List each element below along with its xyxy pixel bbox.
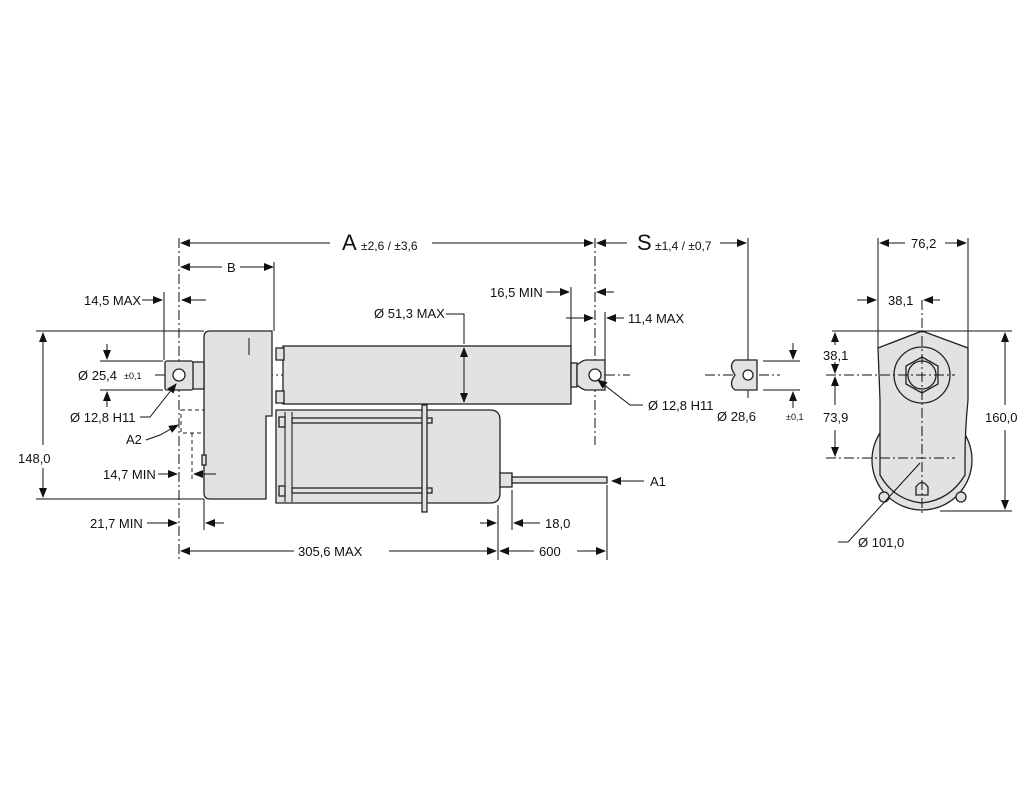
motor <box>275 404 501 513</box>
motor-diameter-label: Ø 101,0 <box>858 535 904 550</box>
dim-b: B <box>227 260 236 275</box>
front-min-label: 16,5 MIN <box>490 285 543 300</box>
front-hole <box>588 368 602 382</box>
dim-s-tolerance: ±1,4 / ±0,7 <box>655 239 712 253</box>
rod-end-view: Ø 28,6 ±0,1 <box>705 343 803 424</box>
rear-clevis-width-label: Ø 25,4 <box>78 368 117 383</box>
front-max-label: 11,4 MAX <box>628 311 684 326</box>
min-21-7-label: 21,7 MIN <box>90 516 143 531</box>
rear-hole <box>172 368 186 382</box>
rod-neck <box>570 362 578 388</box>
cable-length-label: 600 <box>539 544 561 559</box>
a2-label: A2 <box>126 432 142 447</box>
end-axis-from-top-label: 38,1 <box>823 348 848 363</box>
rear-overhang-label: 14,5 MAX <box>84 293 141 308</box>
cable <box>499 472 608 488</box>
dim-s-letter: S <box>637 230 652 255</box>
rear-hole-label: Ø 12,8 H11 <box>70 410 136 425</box>
gearbox <box>201 330 273 500</box>
side-view <box>155 238 630 560</box>
a1-label: A1 <box>650 474 666 489</box>
dim-a-letter: A <box>342 230 357 255</box>
rear-clevis-width-tolerance: ±0,1 <box>124 371 141 381</box>
rear-nut <box>191 361 205 390</box>
end-half-width-label: 38,1 <box>888 293 913 308</box>
outer-tube <box>282 345 572 405</box>
end-motor-offset-label: 73,9 <box>823 410 848 425</box>
tube-diameter-label: Ø 51,3 MAX <box>374 306 445 321</box>
height-148-label: 148,0 <box>18 451 51 466</box>
cable-18-label: 18,0 <box>545 516 570 531</box>
front-hole-label: Ø 12,8 H11 <box>648 398 714 413</box>
min-14-7-label: 14,7 MIN <box>103 467 156 482</box>
rod-end-width-tolerance: ±0,1 <box>786 412 803 422</box>
end-width-label: 76,2 <box>911 236 936 251</box>
end-view: 76,2 38,1 160,0 38,1 73,9 Ø 101,0 <box>823 236 1018 550</box>
rod-end-width-label: Ø 28,6 <box>717 409 756 424</box>
a2-dashed-outline <box>180 409 205 434</box>
dim-a-tolerance: ±2,6 / ±3,6 <box>361 239 418 253</box>
end-height-label: 160,0 <box>985 410 1018 425</box>
motor-clamp <box>421 404 428 513</box>
overall-length-label: 305,6 MAX <box>298 544 363 559</box>
